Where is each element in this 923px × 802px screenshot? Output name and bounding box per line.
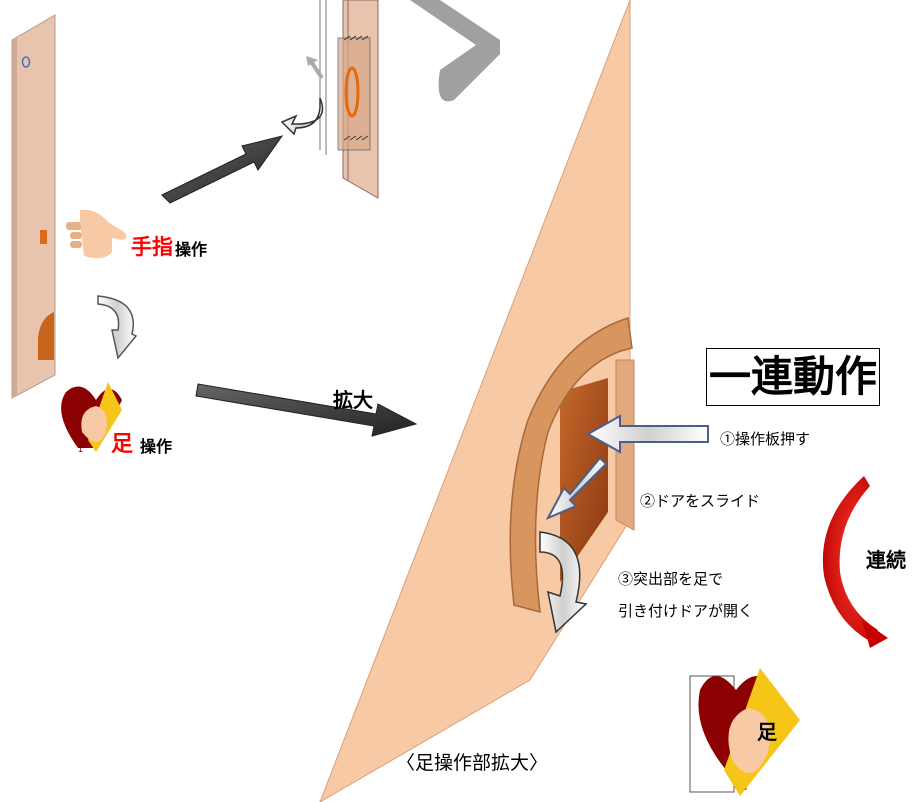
svg-text:1: 1 [78,444,83,454]
step2-arrow [545,456,608,521]
door-mark-icon [21,56,31,68]
door-panel-left [11,14,56,399]
continuous-label: 連続 [866,548,906,572]
foot-label-small: 操作 [140,437,173,456]
hand-icon [66,209,127,259]
finger-closeup [306,0,379,199]
finger-label-small: 操作 [175,240,208,259]
foot-label-big: 足 [111,432,134,457]
gray-chevron [410,0,500,102]
step1-arrow [585,414,709,454]
foot-heart-icon-small: 1 [61,382,122,454]
curved-arrow-icon [280,97,324,136]
step3-text-line1: ③突出部を足で [618,570,724,588]
continuous-arrow [822,476,878,640]
arrow-to-closeup [161,135,284,204]
enlarge-label: 拡大 [333,388,373,412]
finger-label-big: 手指 [131,235,173,259]
step3-text-line2: 引き付けドアが開く [618,602,754,620]
foot-plate [38,312,54,360]
arrow-to-enlarge [195,383,418,437]
step1-text: ①操作板押す [720,430,811,448]
step2-text: ②ドアをスライド [640,492,761,510]
step3-arrow [539,531,588,634]
foot-badge-text: 足 [757,720,777,744]
curved-guard [509,317,633,614]
sequence-title-box: 一連動作 [706,348,880,406]
curved-down-arrow [97,295,138,360]
caption: 〈足操作部拡大〉 [396,752,549,774]
finger-plate [40,230,47,244]
foot-heart-icon-large [689,668,800,796]
